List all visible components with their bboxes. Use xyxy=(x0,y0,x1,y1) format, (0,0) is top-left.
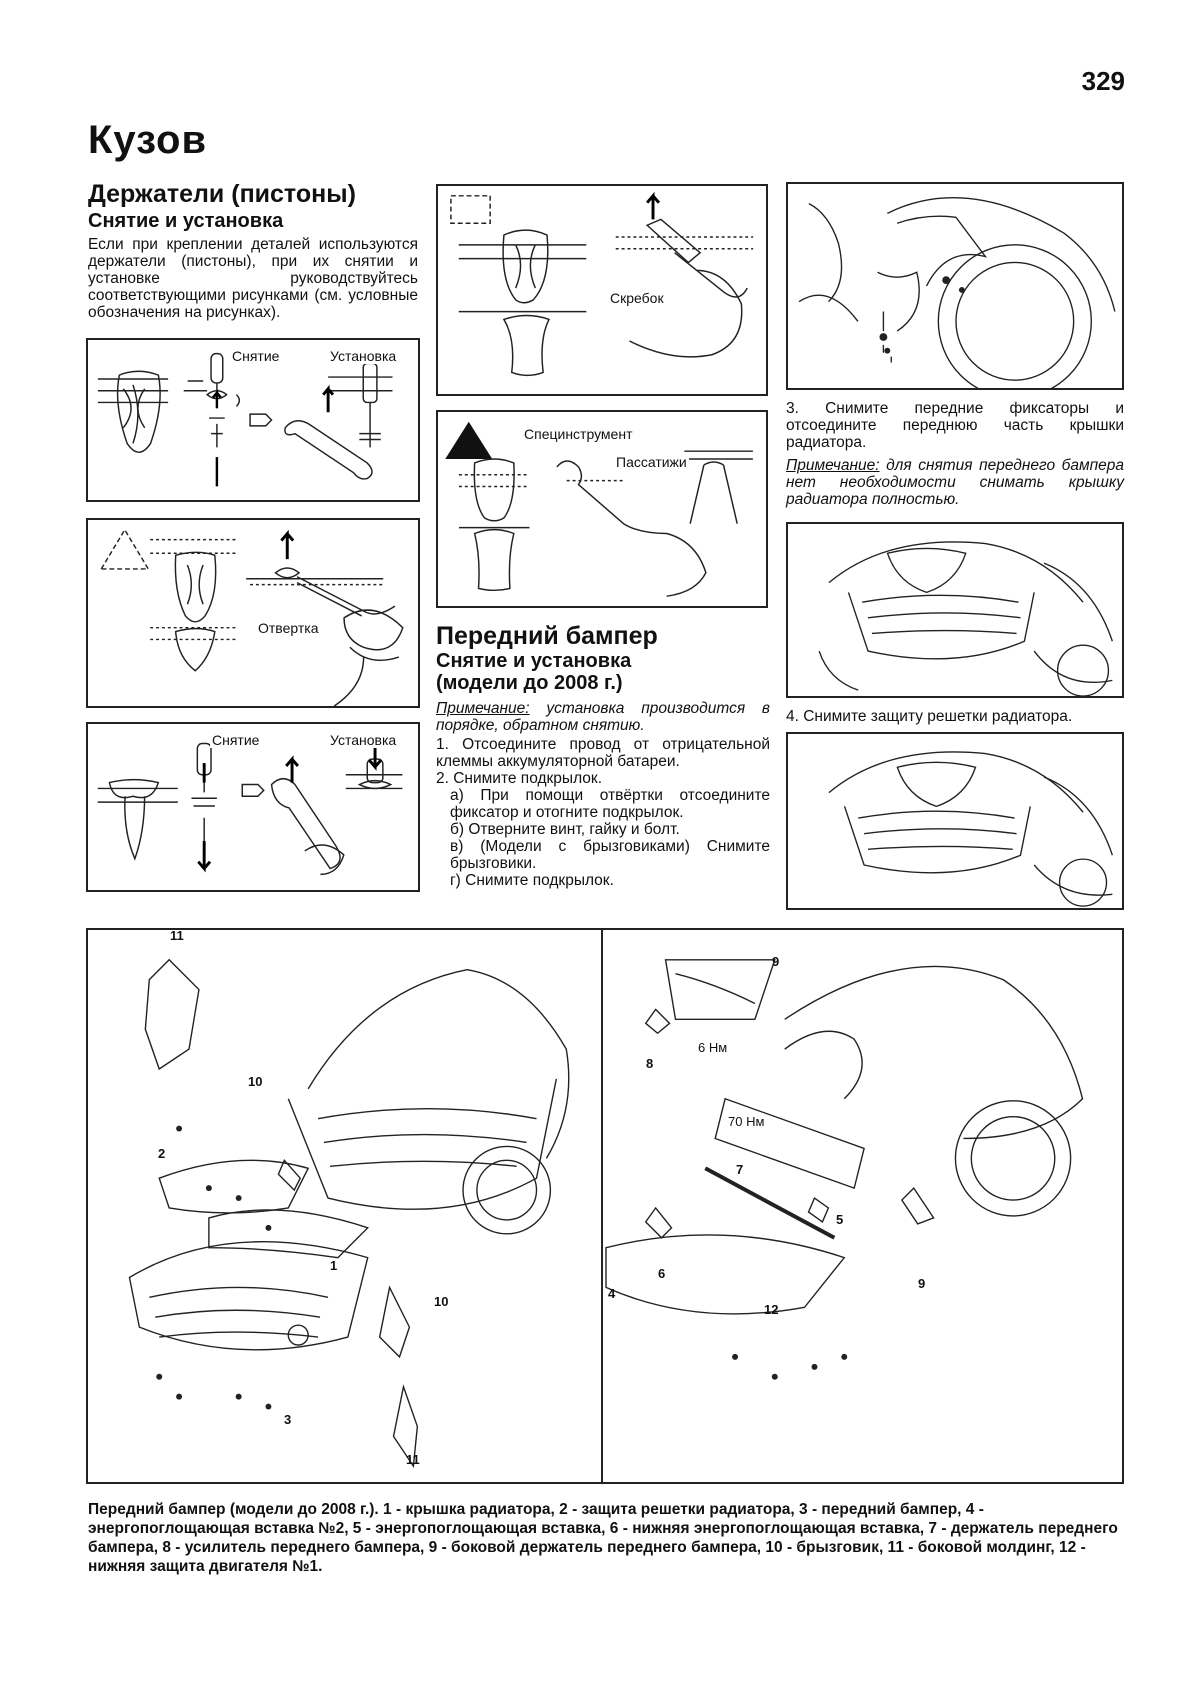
clip-figure-3-drawing xyxy=(97,741,403,876)
grille-figure-2-drawing xyxy=(828,751,1114,907)
grille-figure-1 xyxy=(786,522,1124,698)
grille-figure-2 xyxy=(786,732,1124,910)
clip-figure-2-drawing xyxy=(99,528,404,706)
exploded-view-figure: 11 10 2 1 3 10 11 9 8 7 5 6 4 9 12 6 Нм … xyxy=(86,928,1124,1484)
clips-subtitle: Снятие и установка xyxy=(88,210,284,232)
label-removal: Снятие xyxy=(230,348,282,364)
callout-9-bottom: 9 xyxy=(918,1276,926,1291)
step-3: 3. Снимите передние фиксаторы и отсоедин… xyxy=(786,400,1124,451)
callout-11-bottom: 11 xyxy=(406,1452,420,1467)
clips-title: Держатели (пистоны) xyxy=(88,180,356,208)
clips-text: Если при креплении деталей используются … xyxy=(88,236,418,321)
label-install: Установка xyxy=(328,348,399,364)
callout-6: 6 xyxy=(658,1266,666,1281)
clip-figure-5: Специнструмент Пассатижи xyxy=(436,410,768,608)
front-bumper-note: Примечание: установка производится в пор… xyxy=(436,700,770,734)
callout-9-top: 9 xyxy=(772,954,780,969)
clip-figure-3: Снятие Установка xyxy=(86,722,420,892)
warning-icon xyxy=(445,421,493,460)
substep-d: г) Снимите подкрылок. xyxy=(450,872,614,889)
callout-4: 4 xyxy=(608,1286,616,1301)
label-special-tool: Специнструмент xyxy=(522,426,635,442)
label-pliers: Пассатижи xyxy=(614,454,689,470)
clip-figure-1-drawing xyxy=(97,352,393,487)
fender-liner-figure xyxy=(786,182,1124,390)
fender-liner-drawing xyxy=(798,197,1116,388)
exploded-view-drawing xyxy=(128,930,1084,1482)
callout-1: 1 xyxy=(330,1258,338,1273)
step-2: 2. Снимите подкрылок. xyxy=(436,770,602,787)
callout-5: 5 xyxy=(836,1212,844,1227)
step-1: 1. Отсоедините провод от отрицательной к… xyxy=(436,736,770,770)
callout-12: 12 xyxy=(764,1302,779,1317)
note-text: установка производится в порядке, обратн… xyxy=(436,700,770,734)
right-note-label: Примечание: xyxy=(786,457,880,474)
torque-6nm: 6 Нм xyxy=(698,1040,728,1055)
callout-10-bottom: 10 xyxy=(434,1294,449,1309)
front-bumper-title: Передний бампер xyxy=(436,622,658,650)
front-bumper-subtitle-2: (модели до 2008 г.) xyxy=(436,672,623,694)
note-label: Примечание: xyxy=(436,700,530,717)
page-number: 329 xyxy=(1081,66,1125,96)
front-bumper-subtitle-1: Снятие и установка xyxy=(436,650,632,672)
grille-figure-1-drawing xyxy=(818,541,1113,696)
callout-11-top: 11 xyxy=(170,928,184,943)
section-title: Кузов xyxy=(88,118,208,162)
callout-7: 7 xyxy=(736,1162,744,1177)
clip-figure-4: Скребок xyxy=(436,184,768,396)
clip-figure-2: Отвертка xyxy=(86,518,420,708)
label-scraper: Скребок xyxy=(608,290,666,306)
callout-8: 8 xyxy=(646,1056,654,1071)
clip-figure-1: Снятие Установка xyxy=(86,338,420,502)
substep-c: в) (Модели с брызговиками) Снимите брызг… xyxy=(450,838,770,872)
label-install-2: Установка xyxy=(328,732,399,748)
substep-b: б) Отверните винт, гайку и болт. xyxy=(450,821,680,838)
clip-figure-4-drawing xyxy=(450,191,754,377)
torque-70nm: 70 Нм xyxy=(728,1114,765,1129)
figure-caption: Передний бампер (модели до 2008 г.). 1 -… xyxy=(88,1501,1118,1575)
label-removal-2: Снятие xyxy=(210,732,262,748)
label-screwdriver: Отвертка xyxy=(256,620,321,636)
front-bumper-steps: 1. Отсоедините провод от отрицательной к… xyxy=(436,736,770,889)
right-note: Примечание: для снятия переднего бампера… xyxy=(786,457,1124,508)
callout-2: 2 xyxy=(158,1146,166,1161)
callout-3: 3 xyxy=(284,1412,292,1427)
clip-figure-5-drawing xyxy=(445,421,753,597)
right-note-text: для снятия переднего бампера нет необход… xyxy=(786,457,1124,508)
callout-10-top: 10 xyxy=(248,1074,263,1089)
step-4: 4. Снимите защиту решетки радиатора. xyxy=(786,708,1073,725)
substep-a: а) При помощи отвёртки отсоедините фикса… xyxy=(450,787,770,821)
